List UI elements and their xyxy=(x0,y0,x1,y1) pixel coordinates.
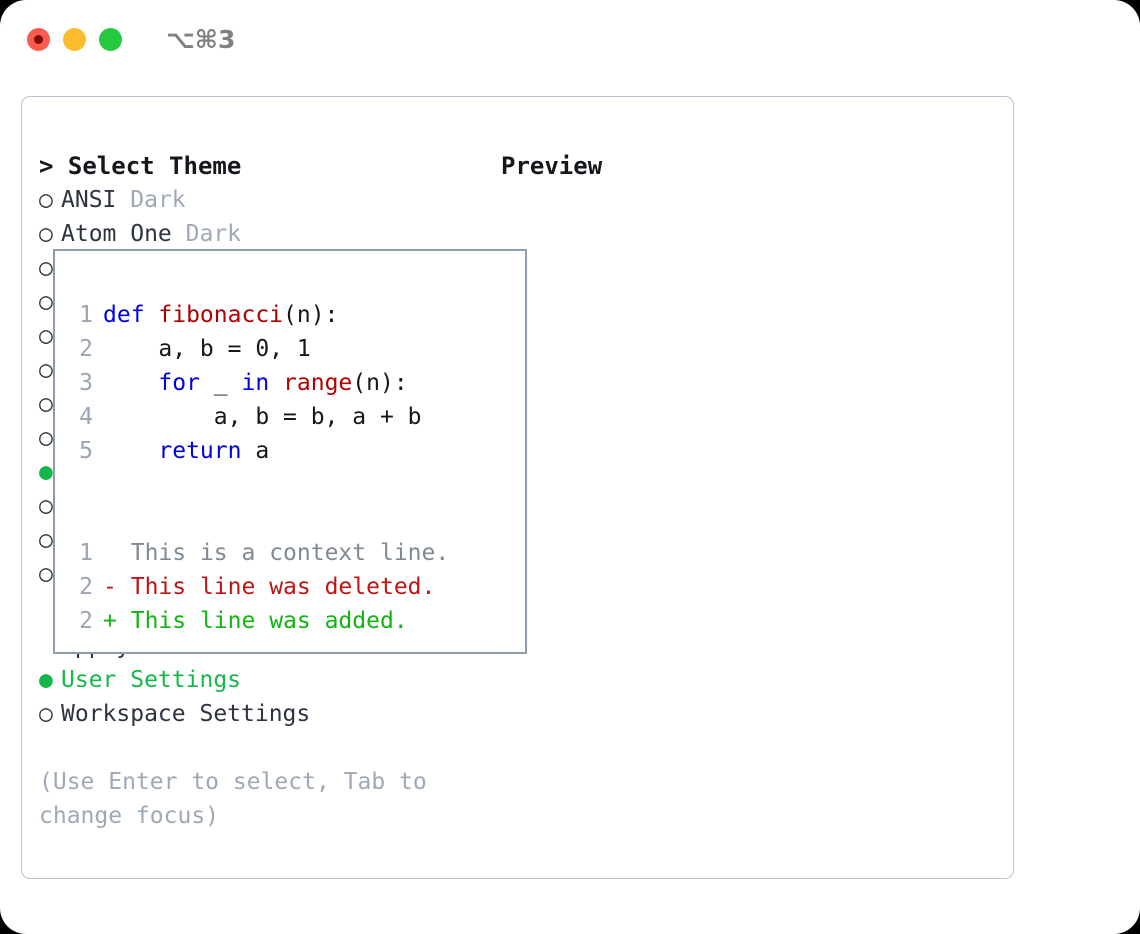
diff-line-deleted: 2 - This line was deleted. xyxy=(67,570,519,604)
diff-marker xyxy=(103,540,117,566)
dialog-frame: > Select Theme ○ ANSI Dark ○ Atom One Dark… xyxy=(21,96,1014,879)
apply-to-label: User Settings xyxy=(61,667,242,693)
diff-line-added: 2 + This line was added. xyxy=(67,604,519,638)
code-line: 4 a, b = b, a + b xyxy=(67,400,519,434)
code-token-plain: a xyxy=(241,438,270,464)
radio-icon[interactable]: ○ xyxy=(39,391,53,417)
theme-name: ANSI xyxy=(61,187,117,213)
list-item[interactable]: ○ ANSI Dark xyxy=(39,183,499,217)
apply-to-list: ● User Settings ○ Workspace Settings xyxy=(39,663,499,731)
radio-icon-selected[interactable]: ● xyxy=(39,667,53,693)
keyboard-hint-text: (Use Enter to select, Tab to change focu… xyxy=(39,769,441,829)
code-blank-line xyxy=(67,502,519,536)
traffic-lights xyxy=(27,27,122,51)
line-number: 1 xyxy=(79,540,93,566)
line-number: 5 xyxy=(79,438,93,464)
code-line: 5 return a xyxy=(67,434,519,468)
code-blank-line xyxy=(67,468,519,502)
apply-to-item-workspace-settings[interactable]: ○ Workspace Settings xyxy=(39,697,499,731)
diff-marker: + xyxy=(103,608,117,634)
radio-icon[interactable]: ○ xyxy=(39,221,53,247)
theme-category xyxy=(172,221,186,247)
code-line: 2 a, b = 0, 1 xyxy=(67,332,519,366)
radio-icon[interactable]: ○ xyxy=(39,323,53,349)
keyboard-shortcut-label: ⌥⌘3 xyxy=(166,24,236,54)
select-theme-heading-text: > Select Theme xyxy=(39,152,242,180)
apply-to-item-user-settings[interactable]: ● User Settings xyxy=(39,663,499,697)
select-theme-heading: > Select Theme xyxy=(39,149,499,183)
diff-text: This line was deleted. xyxy=(130,574,436,600)
apply-to-label: Workspace Settings xyxy=(61,701,311,727)
preview-heading: Preview xyxy=(501,152,603,180)
diff-line-context: 1 This is a context line. xyxy=(67,536,519,570)
code-token-keyword: return xyxy=(158,438,242,464)
radio-icon[interactable]: ○ xyxy=(39,187,53,213)
preview-column: Preview xyxy=(501,149,1001,183)
code-token-plain xyxy=(269,370,283,396)
code-token-function: fibonacci xyxy=(158,302,284,328)
code-preview: 1 def fibonacci(n): 2 a, b = 0, 1 3 for … xyxy=(67,298,519,638)
hint-space xyxy=(39,731,499,765)
radio-icon[interactable]: ○ xyxy=(39,701,53,727)
radio-icon[interactable]: ○ xyxy=(39,561,53,587)
radio-icon[interactable]: ○ xyxy=(39,289,53,315)
code-token-plain xyxy=(103,370,158,396)
radio-icon[interactable]: ○ xyxy=(39,425,53,451)
code-token-plain xyxy=(103,438,158,464)
radio-icon-selected[interactable]: ● xyxy=(39,459,53,485)
code-token-keyword: for xyxy=(158,370,200,396)
line-number: 3 xyxy=(79,370,93,396)
code-token-keyword: in xyxy=(241,370,270,396)
code-token-plain: (n): xyxy=(283,302,339,328)
code-token-keyword: def xyxy=(103,302,159,328)
code-token-plain: a, b = b, a + b xyxy=(103,404,422,430)
preview-panel: 1 def fibonacci(n): 2 a, b = 0, 1 3 for … xyxy=(53,249,527,654)
code-token-plain: a, b = 0, 1 xyxy=(103,336,311,362)
code-token-plain: (n): xyxy=(352,370,408,396)
code-token-plain: _ xyxy=(199,370,242,396)
title-bar: ⌥⌘3 xyxy=(0,0,1140,78)
diff-text: This is a context line. xyxy=(130,540,450,566)
diff-text: This line was added. xyxy=(130,608,408,634)
close-button-icon[interactable] xyxy=(27,27,50,51)
theme-category-text: Dark xyxy=(130,187,186,213)
theme-category-text: Dark xyxy=(185,221,242,247)
line-number: 2 xyxy=(79,574,93,600)
maximize-button-icon[interactable] xyxy=(99,27,122,51)
radio-icon[interactable]: ○ xyxy=(39,527,53,553)
radio-icon[interactable]: ○ xyxy=(39,493,53,519)
line-number: 2 xyxy=(79,336,93,362)
code-line: 1 def fibonacci(n): xyxy=(67,298,519,332)
minimize-button-icon[interactable] xyxy=(63,27,86,51)
code-token-function: range xyxy=(283,370,353,396)
line-number: 1 xyxy=(79,302,93,328)
line-number: 4 xyxy=(79,404,93,430)
theme-category xyxy=(116,187,130,213)
radio-icon[interactable]: ○ xyxy=(39,255,53,281)
list-item[interactable]: ○ Atom One Dark xyxy=(39,217,499,251)
line-number: 2 xyxy=(79,608,93,634)
code-line: 3 for _ in range(n): xyxy=(67,366,519,400)
diff-marker: - xyxy=(103,574,117,600)
radio-icon[interactable]: ○ xyxy=(39,357,53,383)
theme-name: Atom One xyxy=(61,221,172,247)
